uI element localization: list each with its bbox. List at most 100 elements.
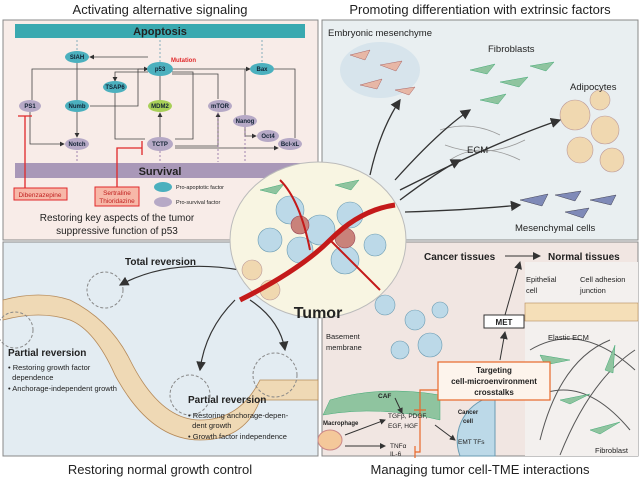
crosstalk-inhibition — [414, 389, 438, 458]
title-growth-control: Restoring normal growth control — [68, 462, 252, 477]
node-notch-label: Notch — [69, 142, 86, 148]
node-notch — [65, 138, 89, 150]
label-cancer-tissues: Cancer tissues — [424, 252, 496, 263]
legend-pro-apoptotic: Pro-apoptotic factor — [176, 185, 224, 191]
node-bclxl-label: Bcl-xL — [281, 142, 300, 148]
epithelial-cells — [524, 302, 639, 322]
dibenzazepine-inhibition — [18, 115, 32, 188]
legend-pro-survival: Pro-survival factor — [176, 200, 220, 206]
survival-label: Survival — [139, 166, 182, 178]
partial2-bullet-1b: dent growth — [188, 421, 231, 430]
label-met: MET — [496, 318, 513, 327]
label-caf: CAF — [378, 393, 391, 400]
label-epithelial-cell: cell — [526, 286, 538, 295]
label-mesenchymal-cells: Mesenchymal cells — [515, 223, 595, 234]
node-p53 — [147, 62, 173, 76]
label-epithelial: Epithelial — [526, 275, 557, 284]
targeting-line2: cell-microenvironment — [451, 377, 537, 386]
title-tme: Managing tumor cell-TME interactions — [371, 462, 590, 477]
node-oct4-label: Oct4 — [261, 134, 275, 140]
node-tsap6 — [103, 81, 127, 93]
label-macrophage: Macrophage — [323, 421, 359, 427]
caption-line2: suppressive function of p53 — [56, 226, 178, 237]
node-mdm2 — [148, 100, 172, 112]
label-fibroblasts: Fibroblasts — [488, 44, 535, 55]
partial2-bullet-2: • Growth factor independence — [188, 432, 287, 441]
label-il6: IL-6 — [390, 451, 402, 458]
apoptosis-bar — [15, 24, 305, 38]
partial1-bullet-2: • Anchorage-independent growth — [8, 384, 117, 393]
drug-thioridazine: Thioridazine — [99, 198, 135, 205]
node-numb — [65, 100, 89, 112]
label-adipocytes: Adipocytes — [570, 82, 617, 93]
node-bax — [250, 63, 274, 75]
legend-pro-survival-swatch — [154, 197, 172, 207]
node-mdm2-label: MDM2 — [151, 104, 169, 110]
node-tsap6-label: TSAP6 — [105, 85, 125, 91]
drug-dibenzazepine: Dibenzazepine — [18, 192, 61, 199]
pathway-nodes: SIAH p53 Bax TSAP6 PS1 Numb MDM2 mTOR Na… — [19, 51, 302, 151]
legend-pro-apoptotic-swatch — [154, 182, 172, 192]
mutation-label: Mutation — [171, 58, 196, 64]
met-box — [483, 314, 525, 329]
tme-arrows — [344, 252, 541, 449]
apoptosis-links — [76, 39, 263, 62]
cancer-cells — [374, 294, 449, 360]
node-nanog-label: Nanog — [236, 119, 255, 125]
node-ps1-label: PS1 — [24, 104, 36, 110]
drug-box-sertraline — [94, 186, 140, 207]
differentiation-arrows — [369, 98, 562, 213]
label-growth-factors-2: EGF, HGF — [388, 423, 418, 430]
label-emt-tfs: EMT TFs — [458, 439, 485, 446]
label-membrane: membrane — [326, 343, 362, 352]
tumor-cells — [238, 179, 396, 303]
reversion-arrows — [118, 265, 289, 372]
macrophage-cell — [317, 429, 343, 451]
drug-sertraline: Sertraline — [103, 190, 131, 197]
label-normal-tissues: Normal tissues — [548, 252, 620, 263]
drug-box-dibenzazepine — [13, 187, 68, 201]
node-ps1 — [19, 100, 41, 112]
node-siah-label: SIAH — [70, 55, 84, 61]
label-cancer: Cancer — [458, 410, 479, 416]
node-numb-label: Numb — [69, 104, 86, 110]
survival-links — [76, 113, 246, 162]
label-tnfa: TNFα — [390, 443, 407, 450]
label-growth-factors-1: TGFβ, PDGF, — [388, 413, 428, 420]
epithelial-layer — [2, 294, 319, 441]
label-elastic-ecm: Elastic ECM — [548, 333, 589, 342]
partial2-bullet-1: • Restoring anchorage-depen- — [188, 411, 289, 420]
label-partial-reversion-1: Partial reversion — [8, 348, 86, 359]
node-p53-label: p53 — [155, 67, 166, 73]
label-fibroblast: Fibroblast — [595, 446, 629, 455]
targeting-box — [437, 361, 551, 401]
apoptosis-label: Apoptosis — [133, 26, 187, 38]
cell-illustrations — [340, 42, 625, 219]
label-partial-reversion-2: Partial reversion — [188, 395, 266, 406]
node-nanog — [233, 115, 257, 127]
title-signaling: Activating alternative signaling — [73, 2, 248, 17]
node-bax-label: Bax — [256, 67, 268, 73]
node-mtor — [208, 100, 232, 112]
label-cell-adhesion: Cell adhesion — [580, 275, 625, 284]
partial1-bullet-1: • Restoring growth factor — [8, 363, 91, 372]
node-tctp — [147, 137, 173, 151]
label-cancer-cell: cell — [463, 419, 473, 425]
label-ecm: ECM — [467, 145, 488, 156]
tumor-label: Tumor — [294, 305, 343, 322]
node-tctp-label: TCTP — [152, 142, 168, 148]
title-differentiation: Promoting differentiation with extrinsic… — [349, 2, 611, 17]
label-junction: junction — [579, 286, 606, 295]
label-total-reversion: Total reversion — [125, 257, 196, 268]
caption-line1: Restoring key aspects of the tumor — [40, 213, 195, 224]
label-basement: Basement — [326, 332, 361, 341]
targeting-line1: Targeting — [476, 366, 512, 375]
targeting-line3: crosstalks — [474, 388, 514, 397]
node-oct4 — [257, 130, 279, 142]
node-siah — [65, 51, 89, 63]
survival-bar — [15, 163, 305, 178]
node-bclxl — [278, 138, 302, 150]
partial1-bullet-1b: dependence — [8, 373, 53, 382]
sertraline-inhibition — [116, 141, 143, 187]
